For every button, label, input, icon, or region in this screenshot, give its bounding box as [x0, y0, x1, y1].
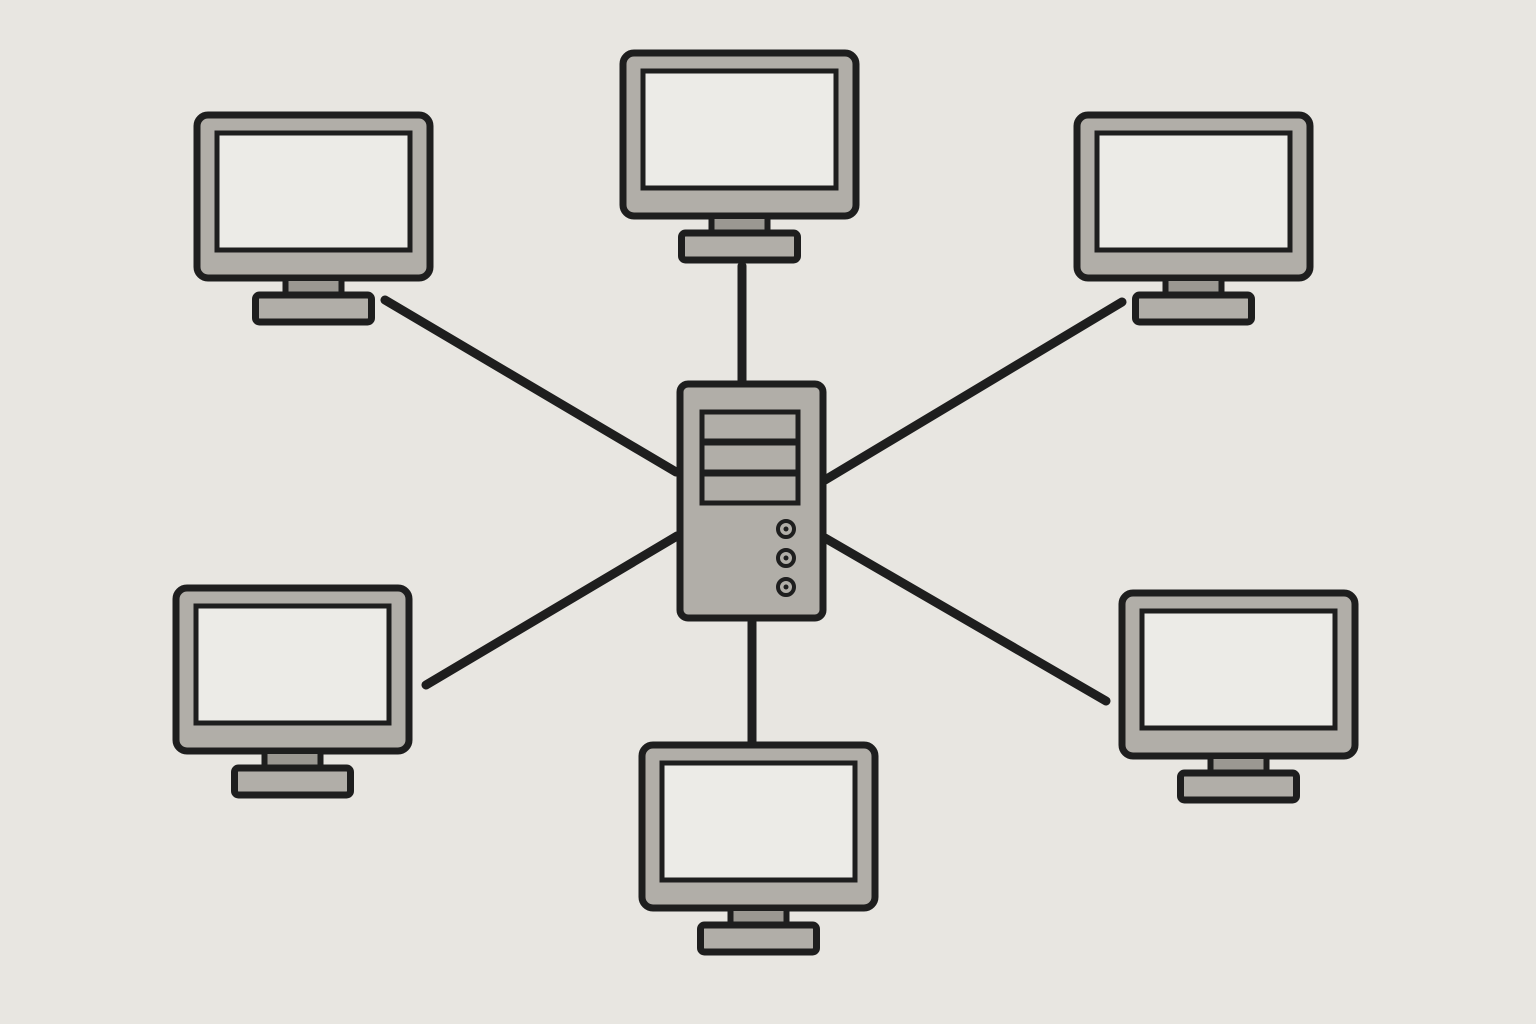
monitor-base [231, 764, 354, 799]
monitor-screen [214, 130, 413, 253]
drive-bay-3 [699, 471, 801, 506]
computer-bottom-right [1118, 589, 1359, 804]
monitor-screen [659, 760, 858, 883]
connection-lines [380, 261, 1127, 749]
monitor-icon [193, 111, 434, 326]
monitor-base [252, 291, 375, 326]
computer-bottom [638, 741, 879, 956]
monitor-base [678, 229, 801, 264]
monitor-icon [1073, 111, 1314, 326]
computer-top-left [193, 111, 434, 326]
indicator-light-dot-2 [783, 555, 789, 561]
monitor-base [1132, 291, 1255, 326]
drive-bay-1 [699, 409, 801, 444]
drive-bay-2 [699, 440, 801, 475]
monitor-icon [619, 49, 860, 264]
monitor-screen [193, 603, 392, 726]
indicator-light-dot-3 [783, 584, 789, 590]
monitor-icon [1118, 589, 1359, 804]
computer-nodes [172, 49, 1359, 956]
monitor-icon [638, 741, 879, 956]
connection-line-computer-bottom-left [421, 531, 682, 690]
connection-line-computer-top-right [820, 297, 1127, 485]
monitor-screen [1094, 130, 1293, 253]
monitor-screen [640, 68, 839, 191]
server-hub [676, 380, 827, 622]
connection-line-computer-bottom-right [820, 533, 1111, 706]
connection-line-computer-top-left [380, 295, 681, 477]
monitor-base [1177, 769, 1300, 804]
monitor-base [697, 921, 820, 956]
computer-bottom-left [172, 584, 413, 799]
monitor-screen [1139, 608, 1338, 731]
monitor-icon [172, 584, 413, 799]
indicator-light-dot-1 [783, 526, 789, 532]
server [676, 380, 827, 622]
computer-top-right [1073, 111, 1314, 326]
server-tower-icon [676, 380, 827, 622]
computer-top [619, 49, 860, 264]
